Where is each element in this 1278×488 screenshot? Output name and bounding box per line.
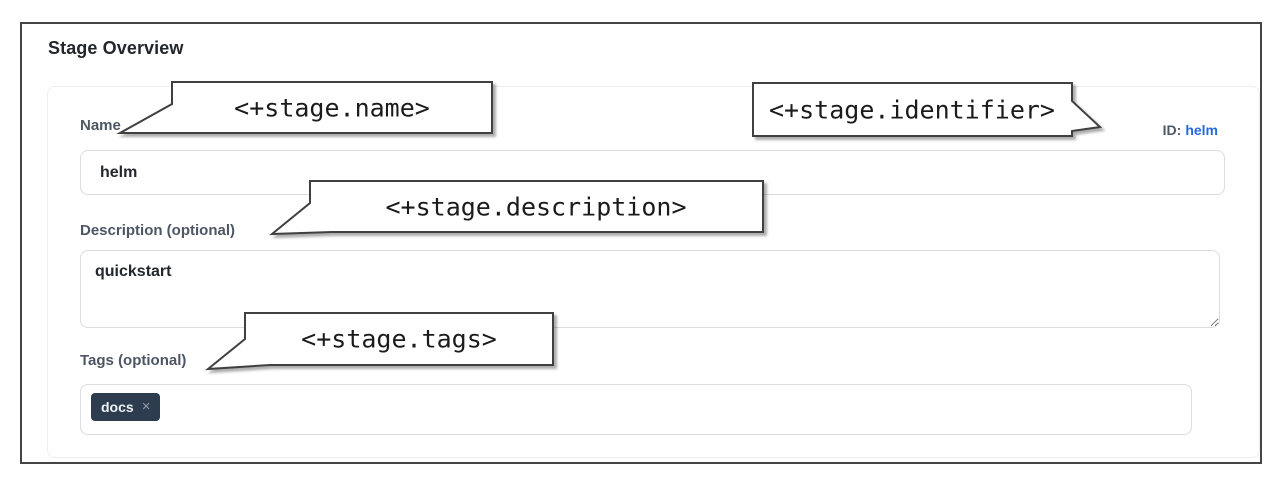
- id-label: ID:: [1162, 122, 1182, 138]
- id-value: helm: [1185, 122, 1218, 138]
- callout-identifier-text: <+stage.identifier>: [769, 95, 1055, 125]
- description-label: Description (optional): [80, 222, 235, 239]
- stage-id-line: ID:helm: [1163, 122, 1218, 138]
- name-label: Name: [80, 117, 121, 134]
- name-input[interactable]: [80, 150, 1225, 195]
- tags-input[interactable]: docs ×: [80, 384, 1192, 435]
- callout-name-text: <+stage.name>: [234, 93, 430, 123]
- callout-tags-text: <+stage.tags>: [301, 324, 497, 354]
- tags-label: Tags (optional): [80, 352, 187, 369]
- tag-chip-label: docs: [101, 399, 134, 415]
- panel-title: Stage Overview: [48, 38, 184, 58]
- description-textarea[interactable]: quickstart: [80, 250, 1220, 328]
- callout-description-text: <+stage.description>: [385, 192, 687, 222]
- tag-remove-icon[interactable]: ×: [141, 398, 151, 415]
- tag-chip: docs ×: [91, 393, 161, 421]
